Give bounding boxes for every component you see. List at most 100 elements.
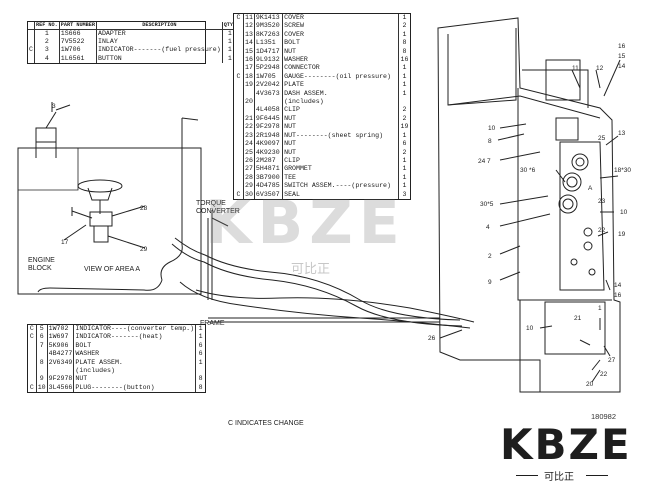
ref-no-cell: 5 (35, 325, 48, 334)
description-cell: (includes) (282, 98, 399, 107)
header-qty: QTY. (221, 22, 238, 30)
qty-cell: 8 (195, 383, 205, 393)
qty-cell: 8 (398, 39, 410, 48)
part-number-cell: 2V6349 (46, 358, 74, 368)
description-cell: NUT (282, 114, 399, 124)
part-number-cell: 1D4717 (253, 47, 283, 57)
header-ref-no: REF NO. (33, 22, 60, 30)
kbze-logo: KBZE 可比正 (500, 420, 650, 483)
change-flag-cell: C (236, 190, 241, 198)
callout-9: 9 (488, 279, 492, 286)
callout-11: 11 (572, 65, 579, 72)
dash-panel-outline (437, 17, 621, 393)
description-cell: BOLT (73, 341, 196, 351)
ref-no-cell: 27 (243, 165, 255, 174)
ref-no-cell: 24 (243, 140, 255, 149)
description-cell: WASHER (282, 56, 399, 65)
qty-cell (398, 98, 410, 107)
header-description: DESCRIPTION (96, 22, 223, 30)
ref-no-cell: 13 (243, 30, 255, 40)
qty-cell: 1 (398, 89, 410, 99)
callout-26: 26 (428, 335, 436, 342)
ref-no-cell (35, 367, 48, 376)
ref-no-cell: 14 (243, 39, 255, 48)
callout-28: 28 (140, 205, 148, 212)
callout-16b: 16 (614, 292, 622, 299)
part-number-cell: 1W697 (46, 333, 74, 342)
ref-no-cell: 12 (243, 22, 255, 31)
qty-cell: 19 (398, 123, 410, 132)
gauge-hole-1 (571, 153, 589, 171)
part-number-cell: 2V2042 (253, 81, 283, 90)
part-number-cell: 9F6445 (253, 114, 283, 124)
cover-plate (545, 59, 581, 101)
part-number-cell: 4K9230 (253, 148, 283, 157)
callout-16: 16 (618, 43, 626, 50)
part-number-cell: 5H4871 (253, 165, 283, 174)
area-a-label: A (588, 185, 593, 192)
part-number-cell: 3L4566 (46, 383, 74, 393)
part-number-cell: 5K906 (46, 341, 74, 351)
part-number-cell: 5P2948 (253, 64, 283, 73)
qty-cell: 8 (195, 375, 205, 384)
qty-cell: 2 (398, 106, 410, 115)
switch-assembly-body (89, 211, 113, 227)
change-flag-cell: C (29, 333, 34, 341)
ref-no-cell: 11 (243, 14, 255, 23)
change-flag-cell: C (29, 325, 34, 332)
ref-no-cell: 25 (243, 148, 255, 157)
description-cell: CONNECTOR (282, 64, 399, 73)
qty-cell: 6 (195, 350, 205, 359)
panel-cover-small (555, 117, 579, 141)
callout-numbers: 3 28 17 29 11 12 16 15 14 13 10 8 24 7 3… (52, 43, 631, 388)
description-cell: PLATE ASSEM. (73, 358, 196, 368)
qty-cell: 1 (221, 37, 238, 47)
callout-4: 4 (486, 224, 490, 231)
part-number-cell: 1W705 (253, 72, 283, 82)
callout-3: 3 (52, 103, 56, 110)
part-number-cell: 9F2978 (253, 123, 283, 132)
view-of-area-a-frame (17, 147, 202, 295)
part-number-cell: 7V5522 (58, 37, 97, 47)
ref-no-cell: 2 (33, 37, 60, 47)
description-cell: COVER (282, 30, 399, 40)
qty-cell: 1 (398, 156, 410, 166)
description-cell: TEE (282, 173, 399, 183)
change-flag-cell: C (236, 14, 241, 21)
callout-22: 22 (598, 227, 606, 234)
description-cell: ADAPTER (96, 29, 223, 38)
callout-10c: 10 (526, 325, 534, 332)
qty-cell: 1 (398, 131, 410, 141)
part-number-cell: 1W706 (58, 46, 97, 55)
qty-cell: 1 (221, 29, 238, 38)
table-row: (includes) (28, 367, 205, 376)
part-number-cell: 4V3673 (253, 89, 283, 99)
qty-cell: 6 (398, 140, 410, 149)
callout-2: 2 (488, 253, 492, 260)
callout-18-30: 18*30 (614, 167, 631, 174)
description-cell: CLIP (282, 106, 399, 115)
part-number-cell: 1L6561 (58, 54, 97, 64)
description-cell: INDICATOR-------(fuel pressure) (96, 46, 223, 55)
ref-no-cell: 23 (243, 131, 255, 141)
description-cell: DASH ASSEM. (282, 89, 399, 99)
description-cell: GAUGE--------(oil pressure) (282, 72, 399, 82)
qty-cell: 3 (398, 190, 410, 199)
part-number-cell: 2R1948 (253, 131, 283, 141)
description-cell: (includes) (73, 367, 196, 376)
ref-no-cell: 30 (243, 190, 255, 199)
